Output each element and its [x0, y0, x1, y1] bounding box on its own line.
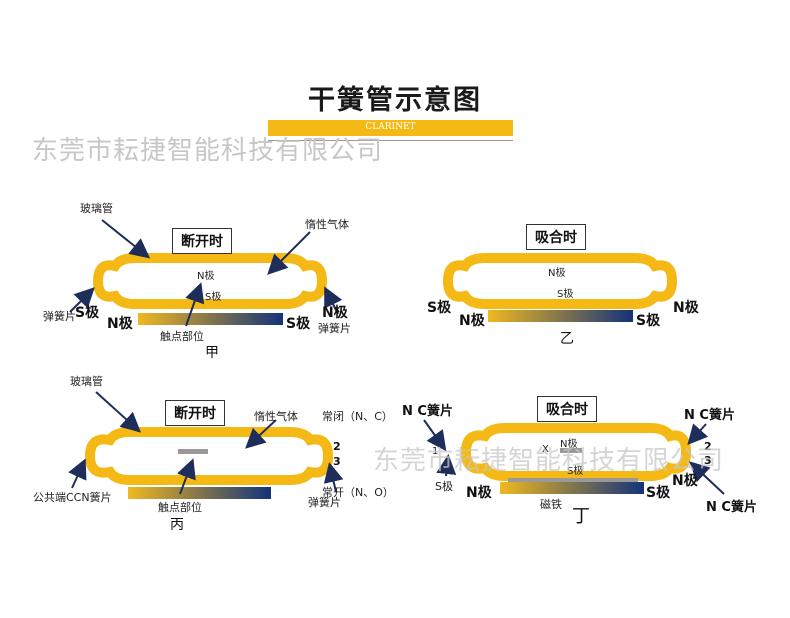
panel-b-s-left: S极	[427, 300, 452, 316]
panel-c-no-label: 常开（N、O）	[322, 486, 394, 499]
panel-c-reed-label: 弹簧片	[308, 496, 341, 509]
panel-d-nc-right-bot: N C簧片	[706, 500, 757, 515]
panel-a-arrow-gas	[267, 231, 311, 275]
panel-a-arrow-contact	[185, 282, 205, 327]
panel-c-nc-label: 常闭（N、C）	[322, 410, 393, 423]
panel-a-magnet-s: S极	[286, 316, 311, 332]
panel-d-x-mark: X	[542, 444, 549, 455]
panel-c-magnet	[128, 487, 271, 499]
panel-b-magnet	[488, 310, 633, 322]
panel-a-state-box: 断开时	[172, 228, 232, 254]
panel-b-state-box: 吸合时	[526, 224, 586, 250]
panel-a-contact-label: 触点部位	[160, 330, 204, 343]
panel-a-caption: 甲	[205, 345, 219, 361]
panel-d-caption: 丁	[572, 506, 590, 527]
panel-d-n-right: N极	[672, 473, 698, 489]
panel-d-magnet-n: N极	[466, 485, 492, 501]
panel-c-contact-label: 触点部位	[158, 501, 202, 514]
watermark-top: 东莞市耘捷智能科技有限公司	[32, 136, 384, 166]
panel-a-n-right: N极	[322, 305, 348, 321]
panel-d-nc-right-top: N C簧片	[684, 408, 735, 423]
panel-c-contact-block	[178, 449, 208, 454]
panel-a-glass-label: 玻璃管	[80, 202, 113, 215]
panel-a-magnet	[138, 313, 283, 325]
panel-c-gas-label: 惰性气体	[254, 410, 298, 423]
panel-d-arrow-nc-right-top	[687, 423, 709, 445]
panel-a-s-inner: S极	[205, 292, 222, 303]
panel-a-arrow-glass	[101, 219, 151, 259]
panel-a-reed-left-label: 弹簧片	[43, 310, 76, 323]
panel-b-magnet-n: N极	[459, 313, 485, 329]
panel-b-caption: 乙	[560, 331, 574, 347]
panel-c-num-2: 2	[333, 440, 341, 453]
panel-c-state-box: 断开时	[165, 400, 225, 426]
panel-b-magnet-s: S极	[636, 313, 661, 329]
panel-c-arrow-glass	[95, 391, 141, 433]
page-title: 干簧管示意图	[308, 85, 482, 116]
panel-c-arrow-reed	[323, 462, 344, 493]
panel-a-s-left: S极	[75, 305, 100, 321]
title-banner	[268, 120, 513, 136]
panel-d-n-inner: N极	[560, 439, 578, 450]
panel-b-glass-tube	[442, 253, 678, 309]
panel-d-s-left: S极	[435, 480, 453, 493]
panel-d-magnet-s: S极	[646, 485, 671, 501]
panel-b-n-inner: N极	[548, 268, 566, 279]
panel-d-magnet-label: 磁铁	[540, 498, 562, 511]
panel-b-s-inner: S极	[557, 289, 574, 300]
panel-c-arrow-gas	[245, 419, 277, 449]
panel-a-glass-tube	[92, 253, 328, 309]
panel-a-gas-label: 惰性气体	[305, 218, 349, 231]
panel-c-common-label: 公共端CCN簧片	[33, 491, 112, 504]
panel-d-num-1: 1	[432, 446, 439, 457]
panel-d-nc-left: N C簧片	[402, 404, 453, 419]
panel-d-s-inner: S极	[567, 466, 584, 477]
banner-underline	[268, 140, 513, 141]
panel-d-magnet-plate	[508, 478, 638, 482]
panel-c-arrow-contact	[177, 458, 196, 495]
panel-c-caption: 丙	[170, 517, 184, 533]
panel-d-magnet	[500, 482, 644, 494]
panel-c-arrow-common	[68, 458, 87, 489]
panel-d-arrow-nc-left	[423, 419, 447, 452]
panel-a-reed-right-label: 弹簧片	[318, 322, 351, 335]
panel-d-arrow-s	[436, 454, 457, 477]
watermark-bottom: 东莞市耘捷智能科技有限公司	[373, 446, 725, 476]
panel-d-arrow-nc-right-bot	[689, 461, 725, 495]
panel-a-magnet-n: N极	[107, 316, 133, 332]
panel-c-glass-tube	[84, 427, 334, 485]
panel-c-num-3: 3	[333, 455, 341, 468]
panel-b-n-right: N极	[673, 300, 699, 316]
panel-a-arrow-reed-right	[324, 286, 343, 315]
panel-c-glass-label: 玻璃管	[70, 375, 103, 388]
panel-d-glass-tube	[460, 423, 692, 481]
panel-d-num-3: 3	[704, 454, 712, 467]
panel-a-arrow-reed-left	[69, 287, 95, 313]
panel-d-contact-block	[560, 448, 582, 453]
banner-text: CLARINET	[365, 122, 416, 132]
panel-d-state-box: 吸合时	[537, 396, 597, 422]
panel-d-num-2: 2	[704, 440, 712, 453]
panel-a-n-inner: N极	[197, 271, 215, 282]
